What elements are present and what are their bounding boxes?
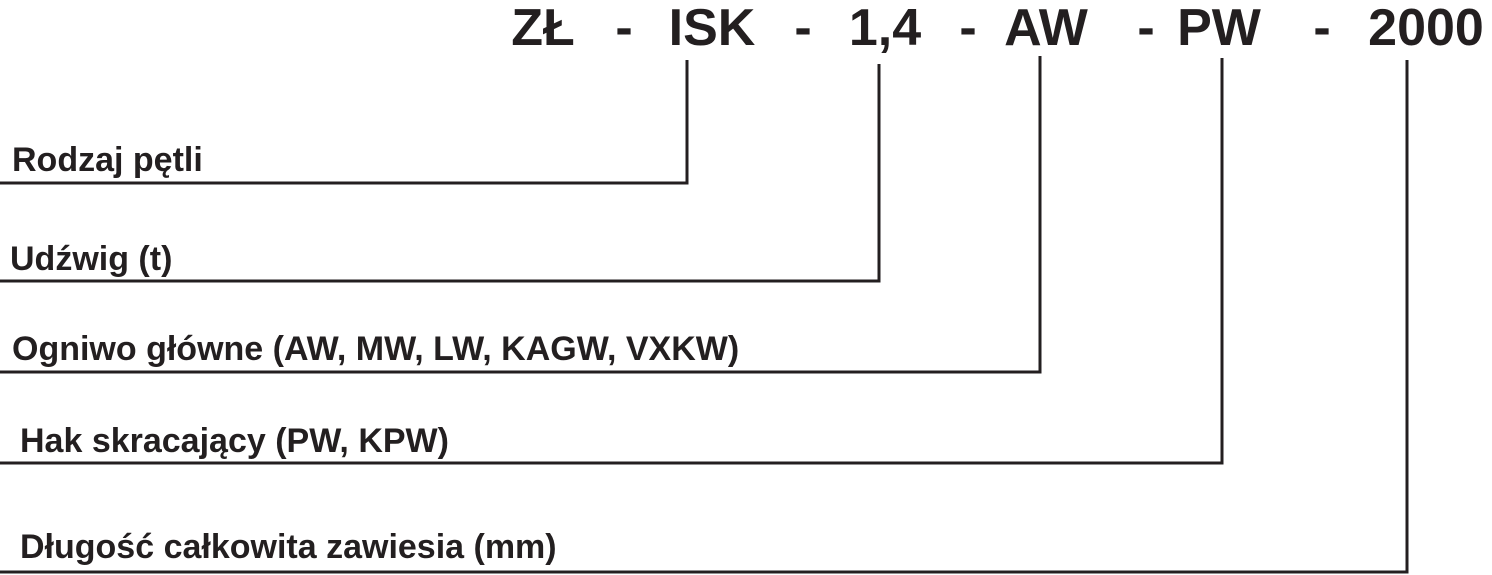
connector-main-link xyxy=(0,56,1042,374)
connector-loop-type xyxy=(0,60,689,185)
label-capacity: Udźwig (t) xyxy=(10,240,173,278)
connector-capacity xyxy=(0,64,881,283)
code-shortening-hook: PW xyxy=(1177,0,1261,57)
code-separator: - xyxy=(1313,0,1331,57)
label-loop-type: Rodzaj pętli xyxy=(12,141,203,179)
code-length: 2000 xyxy=(1368,0,1484,57)
label-shortening-hook: Hak skracający (PW, KPW) xyxy=(20,422,449,460)
label-length: Długość całkowita zawiesia (mm) xyxy=(20,528,557,566)
code-separator: - xyxy=(615,0,633,57)
connector-length xyxy=(0,60,1409,574)
code-prefix: ZŁ xyxy=(511,0,575,57)
code-main-link: AW xyxy=(1004,0,1088,57)
code-separator: - xyxy=(959,0,977,57)
code-capacity: 1,4 xyxy=(848,0,922,57)
code-separator: - xyxy=(794,0,812,57)
code-loop-type: ISK xyxy=(668,0,756,57)
code-separator: - xyxy=(1137,0,1155,57)
product-code: ZŁ - ISK - 1,4 - AW - PW - 2000 xyxy=(0,0,1492,60)
connector-shortening-hook xyxy=(0,58,1224,465)
label-main-link: Ogniwo główne (AW, MW, LW, KAGW, VXKW) xyxy=(12,330,740,368)
